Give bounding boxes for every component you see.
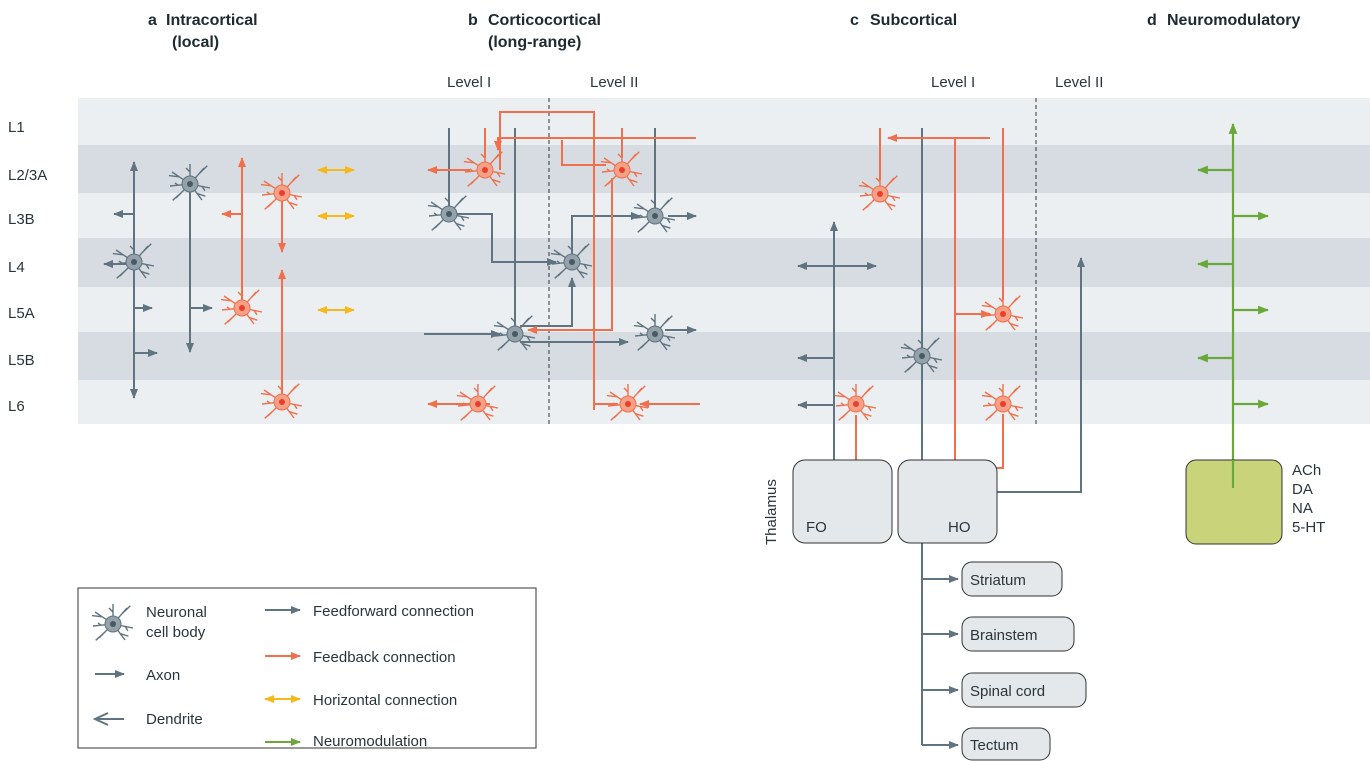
layer-labels: L1 L2/3A L3B L4 L5A L5B L6 bbox=[8, 119, 47, 415]
neuron-feedback-12 bbox=[456, 384, 499, 421]
band-l5b bbox=[78, 332, 1370, 380]
panel-a-subtitle: (local) bbox=[172, 34, 219, 51]
neuron-feedback-14 bbox=[858, 174, 901, 211]
neuron-feedback-4 bbox=[260, 382, 303, 419]
band-l23a bbox=[78, 145, 1370, 193]
neuromod-da: DA bbox=[1292, 481, 1313, 498]
b-level-1: Level I bbox=[447, 74, 491, 91]
neuromodulator-source: ACh DA NA 5-HT bbox=[1185, 459, 1325, 545]
panel-b-title: Corticocortical bbox=[488, 12, 601, 29]
layer-label-l23a: L2/3A bbox=[8, 167, 47, 184]
band-l5a bbox=[78, 287, 1370, 332]
neuron-feedback-15 bbox=[981, 294, 1024, 331]
layer-label-l5a: L5A bbox=[8, 305, 35, 322]
target-spinal-cord: Spinal cord bbox=[970, 683, 1045, 700]
panel-headers: a Intracortical (local) b Corticocortica… bbox=[148, 12, 1300, 51]
legend-horizontal: Horizontal connection bbox=[313, 692, 457, 709]
panel-c-letter: c bbox=[850, 12, 859, 29]
legend-cell-body-1: Neuronal bbox=[146, 604, 207, 621]
c-level-1: Level I bbox=[931, 74, 975, 91]
fo-label: FO bbox=[806, 519, 827, 536]
panel-d-title: Neuromodulatory bbox=[1167, 12, 1300, 29]
neuron-feedforward-0 bbox=[112, 242, 155, 279]
layer-bands bbox=[78, 98, 1370, 424]
layer-label-l5b: L5B bbox=[8, 352, 35, 369]
neuron-feedforward-5 bbox=[427, 194, 470, 231]
band-l4 bbox=[78, 238, 1370, 287]
neuron-feedback-2 bbox=[260, 173, 303, 210]
target-box-tectum bbox=[961, 727, 1051, 761]
neuron-feedback-17 bbox=[834, 384, 877, 421]
legend-feedback: Feedback connection bbox=[313, 649, 456, 666]
fo-box bbox=[792, 459, 893, 544]
layer-label-l3b: L3B bbox=[8, 211, 35, 228]
neuromod-5ht: 5-HT bbox=[1292, 519, 1325, 536]
target-striatum: Striatum bbox=[970, 572, 1026, 589]
neuron-feedback-6 bbox=[463, 150, 506, 187]
thalamus: Thalamus FO HO bbox=[763, 459, 998, 545]
legend-axon: Axon bbox=[146, 667, 180, 684]
neuron-feedforward-11 bbox=[633, 314, 676, 351]
band-l1 bbox=[78, 98, 1370, 145]
panel-b-connections bbox=[424, 111, 700, 410]
legend-dendrite: Dendrite bbox=[146, 711, 203, 728]
layer-label-l4: L4 bbox=[8, 259, 25, 276]
legend-neuron-icon bbox=[91, 604, 134, 641]
neuron-cell-bodies bbox=[112, 150, 1024, 421]
ho-box bbox=[897, 459, 998, 544]
panel-b-letter: b bbox=[468, 12, 478, 29]
panel-a-letter: a bbox=[148, 12, 157, 29]
band-l3b bbox=[78, 193, 1370, 238]
target-box-striatum bbox=[961, 561, 1063, 597]
legend-frame bbox=[77, 587, 537, 749]
target-brainstem: Brainstem bbox=[970, 627, 1038, 644]
neuron-feedforward-10 bbox=[493, 314, 536, 351]
subcortical-targets: Striatum Brainstem Spinal cord Tectum bbox=[961, 561, 1087, 761]
neuron-feedforward-1 bbox=[168, 164, 211, 201]
layer-label-l1: L1 bbox=[8, 119, 25, 136]
panel-a-title: Intracortical bbox=[166, 12, 258, 29]
target-tectum: Tectum bbox=[970, 737, 1018, 754]
panel-c-title: Subcortical bbox=[870, 12, 957, 29]
neuron-feedback-8 bbox=[600, 150, 643, 187]
legend-neuron-glyph bbox=[91, 604, 134, 641]
neuromod-na: NA bbox=[1292, 500, 1313, 517]
band-l6 bbox=[78, 380, 1370, 424]
panel-d-connections bbox=[1196, 122, 1270, 488]
neuron-feedback-3 bbox=[220, 288, 263, 325]
neuron-feedback-18 bbox=[981, 384, 1024, 421]
legend: Neuronal cell body Axon Dendrite Feedfor… bbox=[77, 587, 537, 750]
target-box-spinal-cord bbox=[961, 672, 1087, 708]
thalamus-label: Thalamus bbox=[763, 479, 780, 545]
b-level-2: Level II bbox=[590, 74, 638, 91]
legend-feedforward: Feedforward connection bbox=[313, 603, 474, 620]
panel-b-subtitle: (long-range) bbox=[488, 34, 581, 51]
neuron-feedforward-9 bbox=[633, 196, 676, 233]
legend-neuromodulation: Neuromodulation bbox=[313, 733, 427, 750]
panel-d-letter: d bbox=[1147, 12, 1157, 29]
target-box-brainstem bbox=[961, 616, 1075, 652]
neuron-feedforward-16 bbox=[900, 336, 943, 373]
ho-label: HO bbox=[948, 519, 971, 536]
neuron-feedback-13 bbox=[606, 384, 649, 421]
neuromod-ach: ACh bbox=[1292, 462, 1321, 479]
layer-label-l6: L6 bbox=[8, 398, 25, 415]
legend-cell-body-2: cell body bbox=[146, 624, 206, 641]
neuron-feedforward-7 bbox=[550, 242, 593, 279]
c-level-2: Level II bbox=[1055, 74, 1103, 91]
